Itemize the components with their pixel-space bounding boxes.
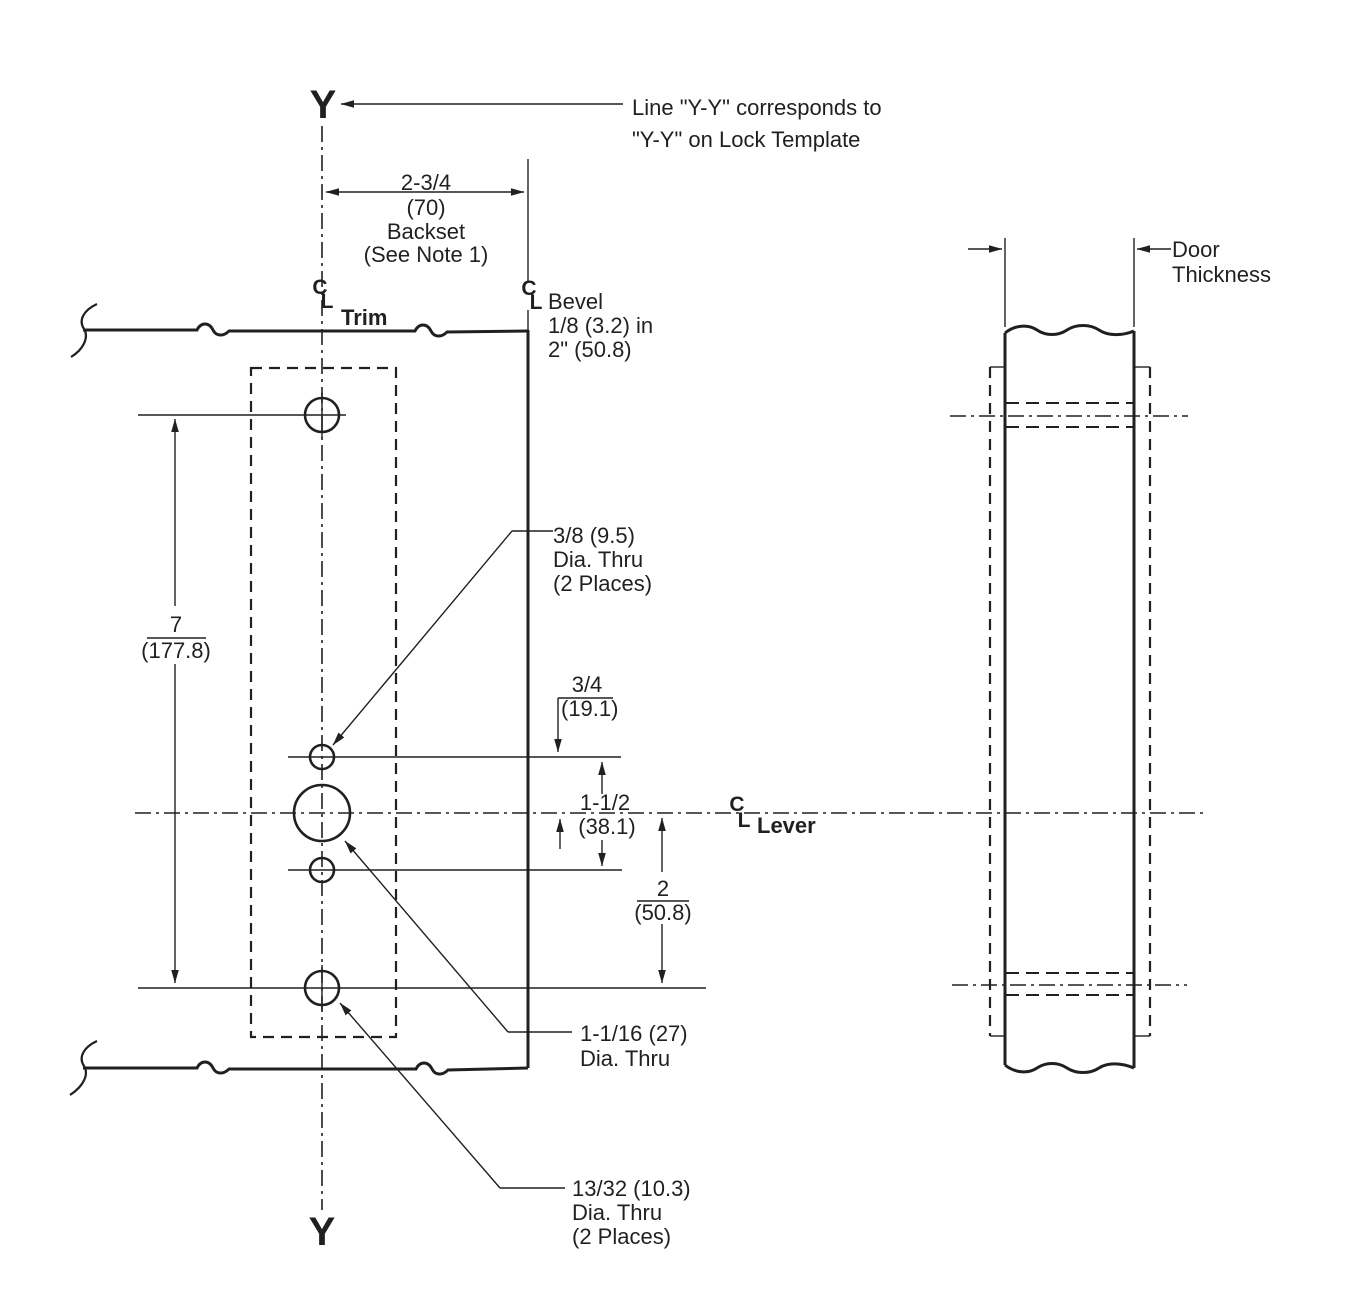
dim7-metric: (177.8) <box>141 638 211 663</box>
callout1332-line2: Dia. Thru <box>572 1200 662 1225</box>
trim-centerline-symbol: C L Trim <box>312 276 387 330</box>
bevel-line2: 1/8 (3.2) in <box>548 313 653 338</box>
bevel-title: Bevel <box>548 289 603 314</box>
cl-symbol-l: L <box>738 809 751 832</box>
dim2-metric: (50.8) <box>634 900 691 925</box>
door-edge-bottom-break <box>1004 1062 1135 1074</box>
hole-13-32-bottom <box>303 969 341 1007</box>
yy-note-line2: "Y-Y" on Lock Template <box>632 127 860 152</box>
callout1116-line1: 1-1/16 (27) <box>580 1021 688 1046</box>
backset-dimension: 2-3/4 (70) Backset (See Note 1) <box>325 159 529 330</box>
callout-hole-13-32: 13/32 (10.3) Dia. Thru (2 Places) <box>339 1002 691 1249</box>
break-symbol-bottom-left <box>69 1040 98 1096</box>
backset-note: (See Note 1) <box>364 242 489 267</box>
dim34-value: 3/4 <box>572 672 603 697</box>
dimension-three-quarter: 3/4 (19.1) <box>554 672 618 849</box>
hole-1-1-16-spindle <box>292 783 352 843</box>
dimension-7-inch: 7 (177.8) <box>140 418 214 984</box>
callout-hole-1-1-16: 1-1/16 (27) Dia. Thru <box>344 840 688 1071</box>
y-label-bottom: Y <box>309 1210 336 1254</box>
door-thickness-dimension: Door Thickness <box>968 237 1271 327</box>
callout38-line1: 3/8 (9.5) <box>553 523 635 548</box>
dim34-metric: (19.1) <box>561 696 618 721</box>
door-thickness-line1: Door <box>1172 237 1220 262</box>
callout38-line3: (2 Places) <box>553 571 652 596</box>
dim7-value: 7 <box>170 612 182 637</box>
dimension-two-inch: 2 (50.8) <box>633 817 695 984</box>
yy-note-line1: Line "Y-Y" corresponds to <box>632 95 882 120</box>
cl-symbol-c: C <box>521 277 536 300</box>
door-face-view <box>69 303 706 1096</box>
dim2-value: 2 <box>657 876 669 901</box>
lever-label: Lever <box>757 813 816 838</box>
cl-symbol-c: C <box>729 793 744 816</box>
dim112-value: 1-1/2 <box>580 790 630 815</box>
door-edge-top-break <box>1004 324 1135 337</box>
hole-3-8-upper <box>308 743 336 771</box>
callout1332-line1: 13/32 (10.3) <box>572 1176 691 1201</box>
break-symbol-top-left <box>70 303 98 358</box>
cl-symbol-c: C <box>312 276 327 299</box>
bevel-line3: 2" (50.8) <box>548 337 632 362</box>
lever-centerline-symbol: C L Lever <box>729 793 816 838</box>
callout1332-line3: (2 Places) <box>572 1224 671 1249</box>
callout-hole-3-8: 3/8 (9.5) Dia. Thru (2 Places) <box>332 523 652 746</box>
callout1332-leader-arrow <box>339 1002 501 1189</box>
yy-axis-annotation: Y Y Line "Y-Y" corresponds to "Y-Y" on L… <box>309 83 882 1254</box>
y-label-top: Y <box>310 83 337 127</box>
cl-symbol-l: L <box>321 290 334 313</box>
lock-body-hidden-outline <box>249 366 398 1039</box>
dim7-text-mask <box>140 606 214 664</box>
backset-word: Backset <box>387 219 465 244</box>
door-edge-view <box>950 324 1188 1074</box>
callout38-line2: Dia. Thru <box>553 547 643 572</box>
door-top-edge <box>83 322 529 338</box>
callout1116-line2: Dia. Thru <box>580 1046 670 1071</box>
door-bottom-edge <box>83 1060 529 1076</box>
dim112-metric: (38.1) <box>578 814 635 839</box>
hole-13-32-top <box>303 396 341 434</box>
callout38-leader-arrow <box>332 530 513 746</box>
dim2-text-mask <box>633 872 695 924</box>
hole-3-8-lower <box>308 856 336 884</box>
trim-label: Trim <box>341 305 387 330</box>
bevel-centerline-symbol: C L Bevel 1/8 (3.2) in 2" (50.8) <box>521 277 653 362</box>
callout1116-leader-arrow <box>344 840 509 1033</box>
cl-symbol-l: L <box>530 291 543 314</box>
backset-value: 2-3/4 <box>401 170 451 195</box>
dimension-one-and-half: 1-1/2 (38.1) <box>578 761 636 867</box>
door-thickness-line2: Thickness <box>1172 262 1271 287</box>
backset-metric: (70) <box>406 195 445 220</box>
